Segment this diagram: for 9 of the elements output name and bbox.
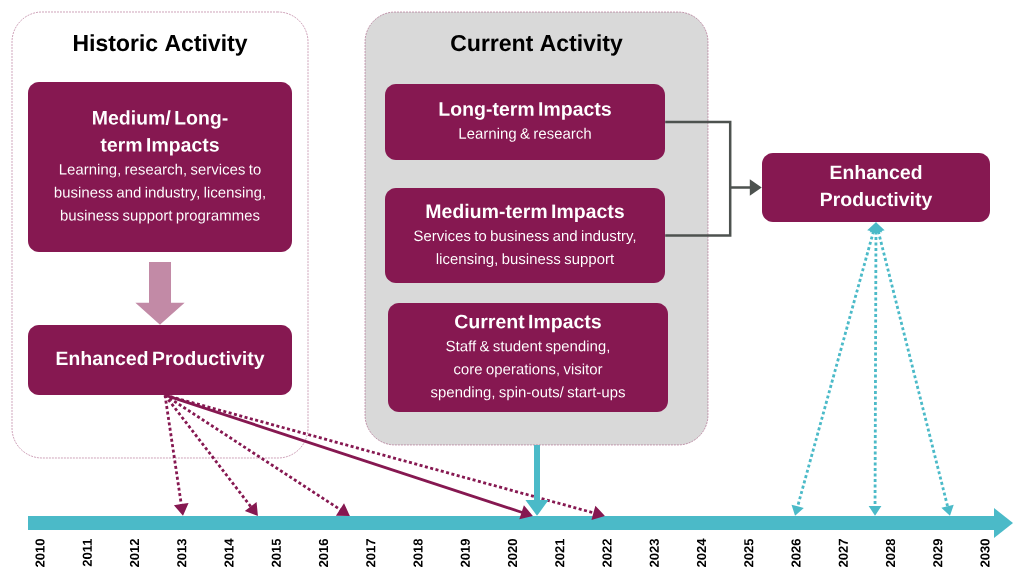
- arrow: [164, 394, 350, 516]
- impact-box: Enhanced Productivity: [762, 153, 990, 222]
- impact-box: Medium-term Impacts Services to business and industry, licensing, business support: [385, 188, 665, 283]
- impact-box: Current Impacts Staff & student spending, core operations, visitor spending, spin-outs/ start-ups: [388, 303, 668, 412]
- arrow: [163, 394, 258, 516]
- timeline-arrow: [28, 508, 1013, 538]
- impact-box: Medium/ Long-term Impacts Learning, research, services to business and industry, licensing, business support programmes: [28, 82, 292, 252]
- impact-box: Long-term Impacts Learning & research: [385, 84, 665, 160]
- impact-box: Enhanced Productivity: [28, 325, 292, 395]
